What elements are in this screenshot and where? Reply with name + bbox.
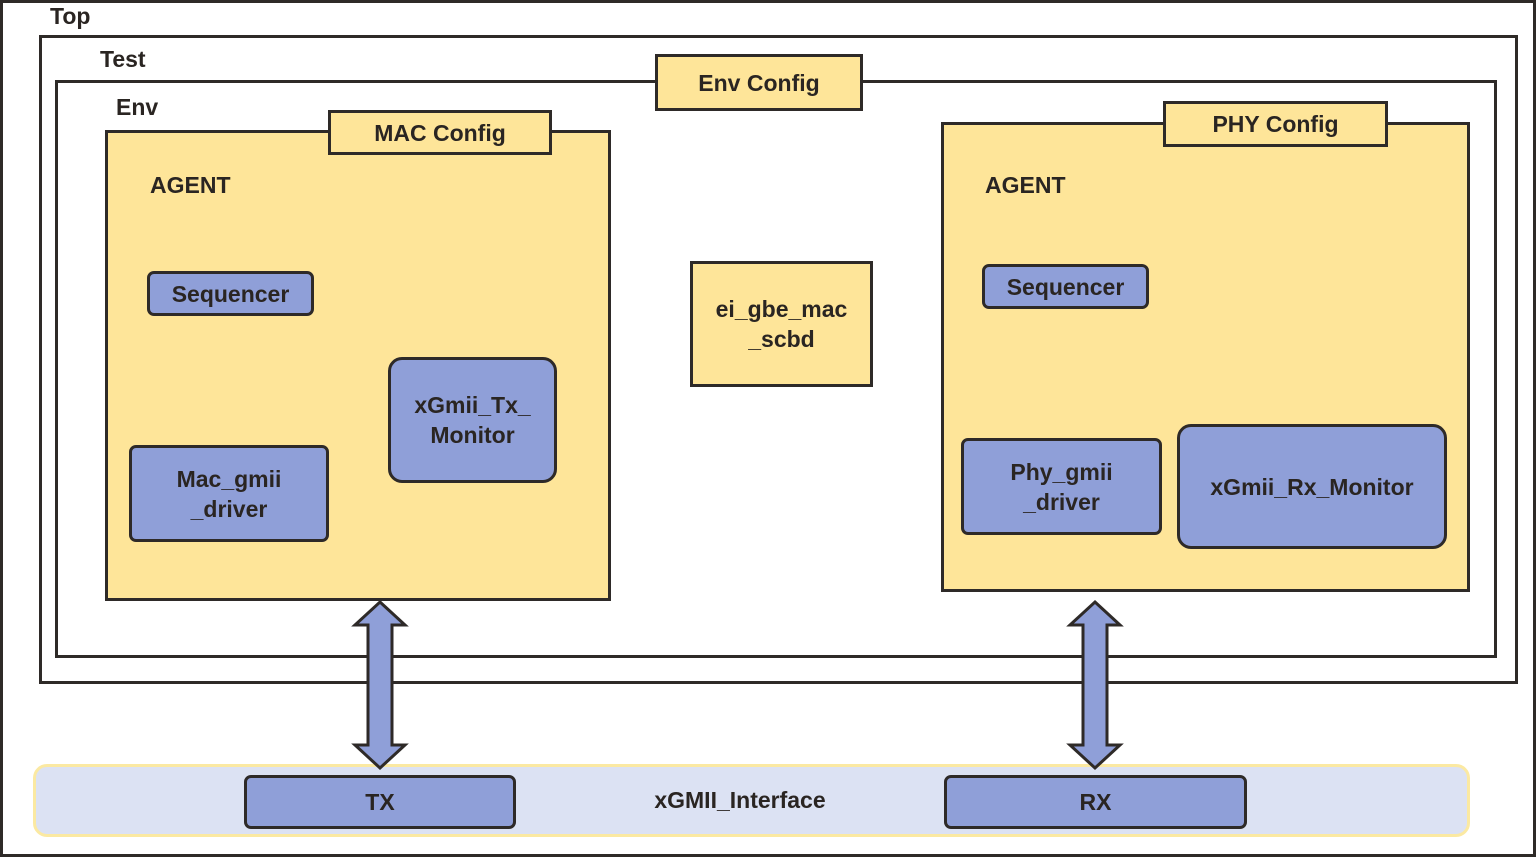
phy-config-label: PHY Config xyxy=(1212,111,1339,137)
rx-port-label: RX xyxy=(1079,789,1112,815)
test-label: Test xyxy=(100,46,146,72)
mac-agent-label: AGENT xyxy=(150,172,231,198)
phy-driver-block[interactable]: Phy_gmii _driver xyxy=(961,438,1162,535)
tx-port-label: TX xyxy=(365,789,395,815)
tx-monitor-block[interactable]: xGmii_Tx_ Monitor xyxy=(388,357,557,483)
env-config-block[interactable]: Env Config xyxy=(655,54,863,111)
mac-sequencer-block[interactable]: Sequencer xyxy=(147,271,314,316)
xgmii-interface-label: xGMII_Interface xyxy=(654,787,826,813)
mac-config-block[interactable]: MAC Config xyxy=(328,110,552,155)
scoreboard-label: ei_gbe_mac _scbd xyxy=(715,296,848,352)
phy-config-block[interactable]: PHY Config xyxy=(1163,101,1388,147)
rx-bidirectional-arrow-icon xyxy=(1066,599,1124,771)
phy-sequencer-label: Sequencer xyxy=(1006,273,1125,300)
mac-driver-block[interactable]: Mac_gmii _driver xyxy=(129,445,329,542)
rx-monitor-block[interactable]: xGmii_Rx_Monitor xyxy=(1177,424,1447,549)
top-label: Top xyxy=(50,3,91,29)
env-label: Env xyxy=(116,94,159,120)
phy-driver-label: Phy_gmii _driver xyxy=(1010,458,1113,515)
rx-monitor-label: xGmii_Rx_Monitor xyxy=(1210,473,1414,500)
mac-driver-label: Mac_gmii _driver xyxy=(176,465,282,522)
scoreboard-block[interactable]: ei_gbe_mac _scbd xyxy=(690,261,873,387)
test-container xyxy=(39,35,1518,684)
phy-agent-label: AGENT xyxy=(985,172,1066,198)
tx-bidirectional-arrow-icon xyxy=(351,599,409,771)
env-config-label: Env Config xyxy=(698,69,820,96)
mac-sequencer-label: Sequencer xyxy=(171,280,290,307)
tx-port[interactable]: TX xyxy=(244,775,516,829)
mac-config-label: MAC Config xyxy=(374,119,506,146)
rx-port[interactable]: RX xyxy=(944,775,1247,829)
phy-sequencer-block[interactable]: Sequencer xyxy=(982,264,1149,309)
tx-monitor-label: xGmii_Tx_ Monitor xyxy=(414,392,531,448)
